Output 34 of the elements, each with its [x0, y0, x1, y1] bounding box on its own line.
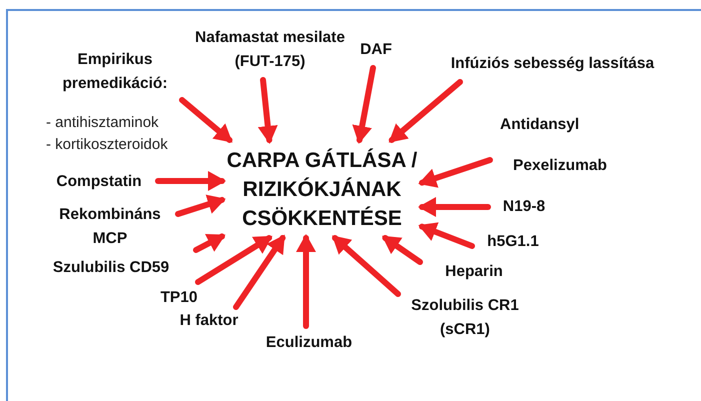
treatment-label: Szulubilis CD59 — [52, 258, 170, 278]
treatment-label: Compstatin — [55, 172, 143, 192]
arrow — [195, 235, 272, 285]
treatment-label: Pexelizumab — [512, 156, 608, 176]
treatment-label: Infúziós sebesség lassítása — [450, 54, 656, 74]
arrow — [175, 194, 226, 217]
list-item: - kortikoszteroidok — [46, 136, 168, 153]
arrow — [179, 97, 233, 143]
treatment-label: Rekombináns MCP — [58, 205, 162, 249]
treatment-label: Nafamastat mesilate (FUT-175) — [194, 28, 346, 72]
treatment-label: TP10 — [159, 288, 199, 308]
arrow — [233, 234, 286, 310]
treatment-label: H faktor — [178, 311, 240, 331]
arrow — [388, 79, 463, 143]
arrow — [382, 235, 423, 265]
treatment-label: N19-8 — [502, 197, 546, 217]
treatment-label: Eculizumab — [264, 333, 354, 353]
arrow — [193, 233, 226, 253]
treatment-label: Antidansyl — [500, 116, 580, 134]
treatment-label: h5G1.1 — [486, 232, 540, 252]
treatment-label: DAF — [359, 40, 393, 60]
arrow — [418, 222, 475, 249]
arrow — [418, 197, 491, 217]
arrow — [418, 157, 493, 188]
treatment-label: Szolubilis CR1 (sCR1) — [410, 296, 520, 340]
central-heading: CARPA GÁTLÁSA / RIZIKÓKJÁNAK CSÖKKENTÉSE — [226, 147, 418, 232]
arrow — [332, 235, 401, 297]
arrow — [296, 234, 316, 329]
treatment-label: Empirikus premedikáció: — [61, 50, 169, 94]
arrow — [258, 77, 278, 144]
arrow — [155, 171, 226, 191]
list-item: - antihisztaminok — [46, 114, 159, 131]
arrow — [352, 65, 376, 144]
treatment-label: Heparin — [444, 262, 504, 282]
